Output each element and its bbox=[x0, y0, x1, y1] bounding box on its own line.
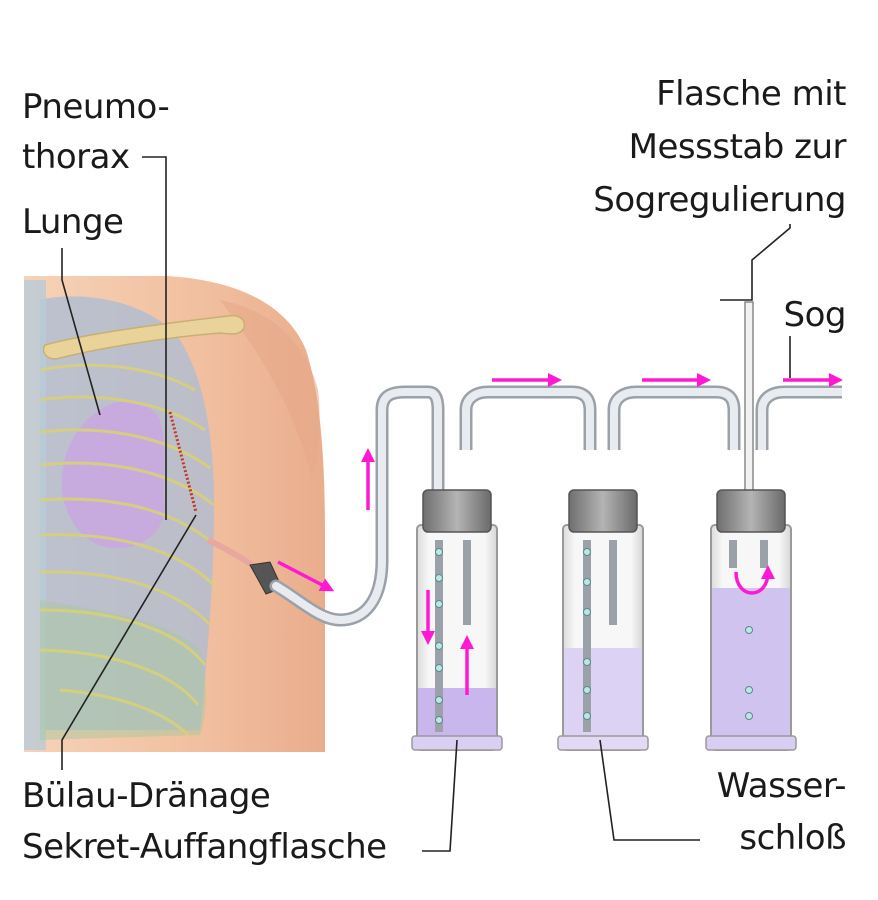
bottle-secretion bbox=[411, 489, 503, 751]
labels: Pneumo- thorax Lunge Flasche mit Messsta… bbox=[22, 74, 847, 867]
label-flasche-1: Flasche mit bbox=[656, 74, 846, 114]
flow-arrow-chest bbox=[277, 560, 335, 592]
flow-arrow-bottle3-loop bbox=[734, 565, 775, 595]
label-sekret: Sekret-Auffangflasche bbox=[22, 827, 387, 867]
bottle-collection bbox=[411, 489, 797, 751]
bottle-water-seal bbox=[557, 489, 649, 751]
shoulder-shade bbox=[220, 300, 320, 480]
clavicle bbox=[42, 314, 246, 360]
torso-illustration bbox=[24, 276, 325, 752]
label-lunge: Lunge bbox=[22, 202, 123, 242]
label-pneumothorax-2: thorax bbox=[22, 137, 130, 177]
ribs bbox=[39, 363, 216, 737]
label-wasser-1: Wasser- bbox=[717, 766, 846, 806]
leader-lines bbox=[61, 156, 791, 852]
bubbles bbox=[435, 548, 753, 724]
label-flasche-2: Messstab zur bbox=[629, 127, 847, 167]
label-sog: Sog bbox=[784, 295, 846, 335]
label-flasche-3: Sogregulierung bbox=[593, 180, 846, 220]
flow-arrows bbox=[277, 373, 843, 695]
bottle-suction-control bbox=[705, 489, 797, 751]
label-pneumothorax-1: Pneumo- bbox=[22, 87, 169, 127]
label-buelau: Bülau-Dränage bbox=[22, 776, 270, 816]
drain-intercostal bbox=[168, 411, 198, 513]
label-wasser-2: schloß bbox=[739, 818, 846, 858]
